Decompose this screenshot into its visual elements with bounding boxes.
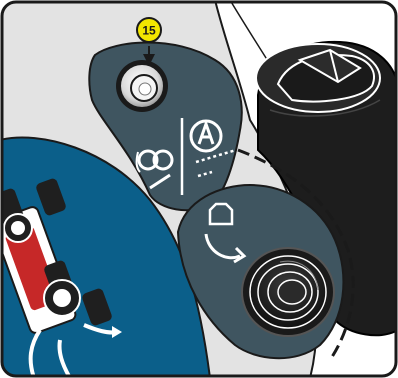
rotary-joystick-knob[interactable]: [242, 248, 334, 336]
callout-number: 15: [142, 24, 156, 38]
push-button[interactable]: [116, 60, 168, 112]
